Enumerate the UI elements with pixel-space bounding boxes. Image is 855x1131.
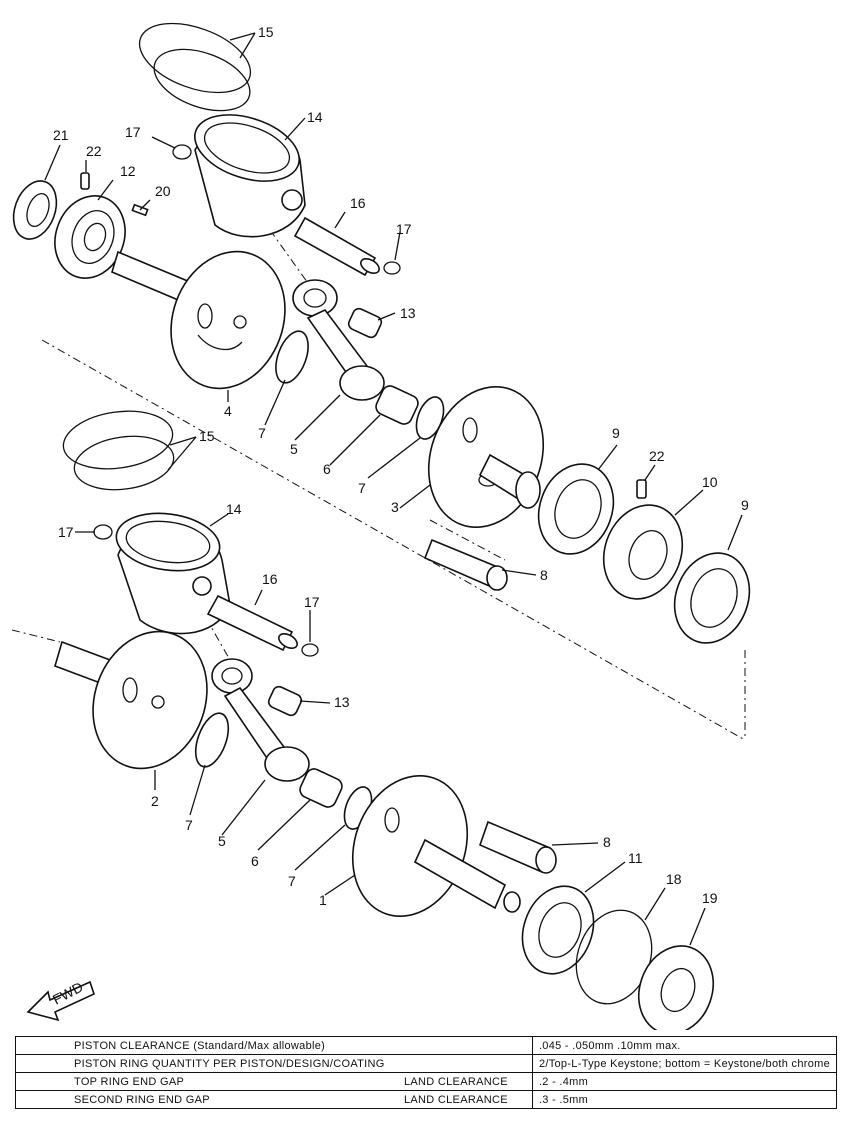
- spec-label: TOP RING END GAP: [74, 1075, 185, 1088]
- circlip-17-upper-left: [172, 144, 192, 160]
- callout-22: 22: [649, 448, 665, 464]
- callout-9: 9: [741, 497, 749, 513]
- callout-19: 19: [702, 890, 718, 906]
- spec-label: PISTON RING QUANTITY PER PISTON/DESIGN/C…: [74, 1057, 385, 1070]
- callout-4: 4: [224, 403, 232, 419]
- assembly-guide-line: [11, 629, 61, 643]
- callout-3: 3: [391, 499, 399, 515]
- spec-label: PISTON CLEARANCE (Standard/Max allowable…: [74, 1039, 326, 1052]
- small-end-bearing-13-lower: [267, 685, 303, 717]
- callout-20: 20: [155, 183, 171, 199]
- assembly-guide-line: [269, 229, 321, 301]
- callout-13: 13: [400, 305, 416, 321]
- callout-17: 17: [396, 221, 412, 237]
- spec-value: 2/Top-L-Type Keystone; bottom = Keystone…: [531, 1054, 838, 1073]
- callout-17: 17: [304, 594, 320, 610]
- callout-22: 22: [86, 143, 102, 159]
- callout-14: 14: [307, 109, 323, 125]
- piston-rings-upper: [138, 22, 252, 112]
- connecting-rod-lower: [211, 658, 310, 782]
- oil-seal-21: [12, 180, 58, 240]
- spec-row-ring-quantity: PISTON RING QUANTITY PER PISTON/DESIGN/C…: [15, 1054, 838, 1073]
- callout-5: 5: [290, 441, 298, 457]
- crank-wheel-4: [111, 250, 286, 390]
- crank-wheel-2: [54, 630, 208, 770]
- crankshaft-piston-exploded-diagram: FWD: [11, 22, 751, 1030]
- connecting-rod-upper: [292, 279, 385, 401]
- callout-7: 7: [258, 425, 266, 441]
- callout-1: 1: [319, 892, 327, 908]
- callout-18: 18: [666, 871, 682, 887]
- spec-sublabel: LAND CLEARANCE: [404, 1093, 508, 1106]
- piston-upper: [194, 114, 306, 238]
- assembly-guide-line: [429, 519, 506, 561]
- oil-seal-19: [638, 945, 714, 1030]
- spec-value: .045 - .050mm .10mm max.: [531, 1036, 838, 1055]
- thrust-washer-7-c: [194, 712, 230, 768]
- bearing-12: [54, 195, 126, 279]
- callout-12: 12: [120, 163, 136, 179]
- callout-16: 16: [262, 571, 278, 587]
- spec-row-piston-clearance: PISTON CLEARANCE (Standard/Max allowable…: [15, 1036, 838, 1055]
- callout-8: 8: [540, 567, 548, 583]
- bearing-11: [521, 885, 595, 975]
- piston-rings-lower: [62, 410, 175, 491]
- dowel-pin-22-upper: [80, 172, 90, 190]
- callout-13: 13: [334, 694, 350, 710]
- callout-9: 9: [612, 425, 620, 441]
- piston-pin-lower: [206, 594, 298, 652]
- specifications-table: PISTON CLEARANCE (Standard/Max allowable…: [15, 1036, 838, 1109]
- bearing-9-b: [673, 552, 751, 644]
- callout-8: 8: [603, 834, 611, 850]
- fwd-arrow-icon: FWD: [26, 979, 95, 1022]
- callout-7: 7: [288, 873, 296, 889]
- small-end-bearing-13-upper: [347, 307, 383, 339]
- callout-21: 21: [53, 127, 69, 143]
- callout-11: 11: [628, 850, 643, 866]
- assembly-guide-line: [205, 617, 231, 661]
- big-end-bearing-6-upper: [375, 385, 419, 425]
- dowel-pin-22-lower: [636, 479, 647, 499]
- callout-5: 5: [218, 833, 226, 849]
- callout-17: 17: [58, 524, 74, 540]
- callout-15: 15: [258, 24, 274, 40]
- spec-value: .3 - .5mm: [531, 1090, 838, 1109]
- spec-sublabel: LAND CLEARANCE: [404, 1075, 508, 1088]
- thrust-washer-7-a: [275, 330, 309, 384]
- callout-7: 7: [358, 480, 366, 496]
- circlip-17-upper-right: [383, 261, 401, 275]
- spec-label: SECOND RING END GAP: [74, 1093, 210, 1106]
- callout-17: 17: [125, 124, 141, 140]
- big-end-bearing-6-lower: [299, 768, 343, 808]
- circlip-17-lower-right: [301, 643, 319, 657]
- callout-10: 10: [702, 474, 718, 490]
- leader-lines: [44, 32, 743, 946]
- circlip-17-lower-left: [93, 524, 113, 540]
- callout-6: 6: [323, 461, 331, 477]
- crank-pin-8-lower: [479, 820, 557, 874]
- spec-row-second-ring-gap: SECOND RING END GAP LAND CLEARANCE .3 - .…: [15, 1090, 838, 1109]
- callout-15: 15: [199, 428, 215, 444]
- callout-labels: 21 22 12 20 17 15 14 16 17 13 4 7 5 6 7 …: [53, 24, 749, 908]
- callout-16: 16: [350, 195, 366, 211]
- crank-wheel-1: [351, 774, 521, 918]
- piston-lower: [115, 512, 231, 635]
- bearing-10: [602, 504, 684, 600]
- callout-14: 14: [226, 501, 242, 517]
- callout-7: 7: [185, 817, 193, 833]
- crank-pin-8-upper: [423, 538, 508, 591]
- piston-pin-upper: [293, 216, 380, 277]
- callout-6: 6: [251, 853, 259, 869]
- callout-2: 2: [151, 793, 159, 809]
- crank-wheel-3: [427, 385, 545, 529]
- spec-row-top-ring-gap: TOP RING END GAP LAND CLEARANCE .2 - .4mm: [15, 1072, 838, 1091]
- bearing-9-a: [537, 463, 615, 555]
- spec-value: .2 - .4mm: [531, 1072, 838, 1091]
